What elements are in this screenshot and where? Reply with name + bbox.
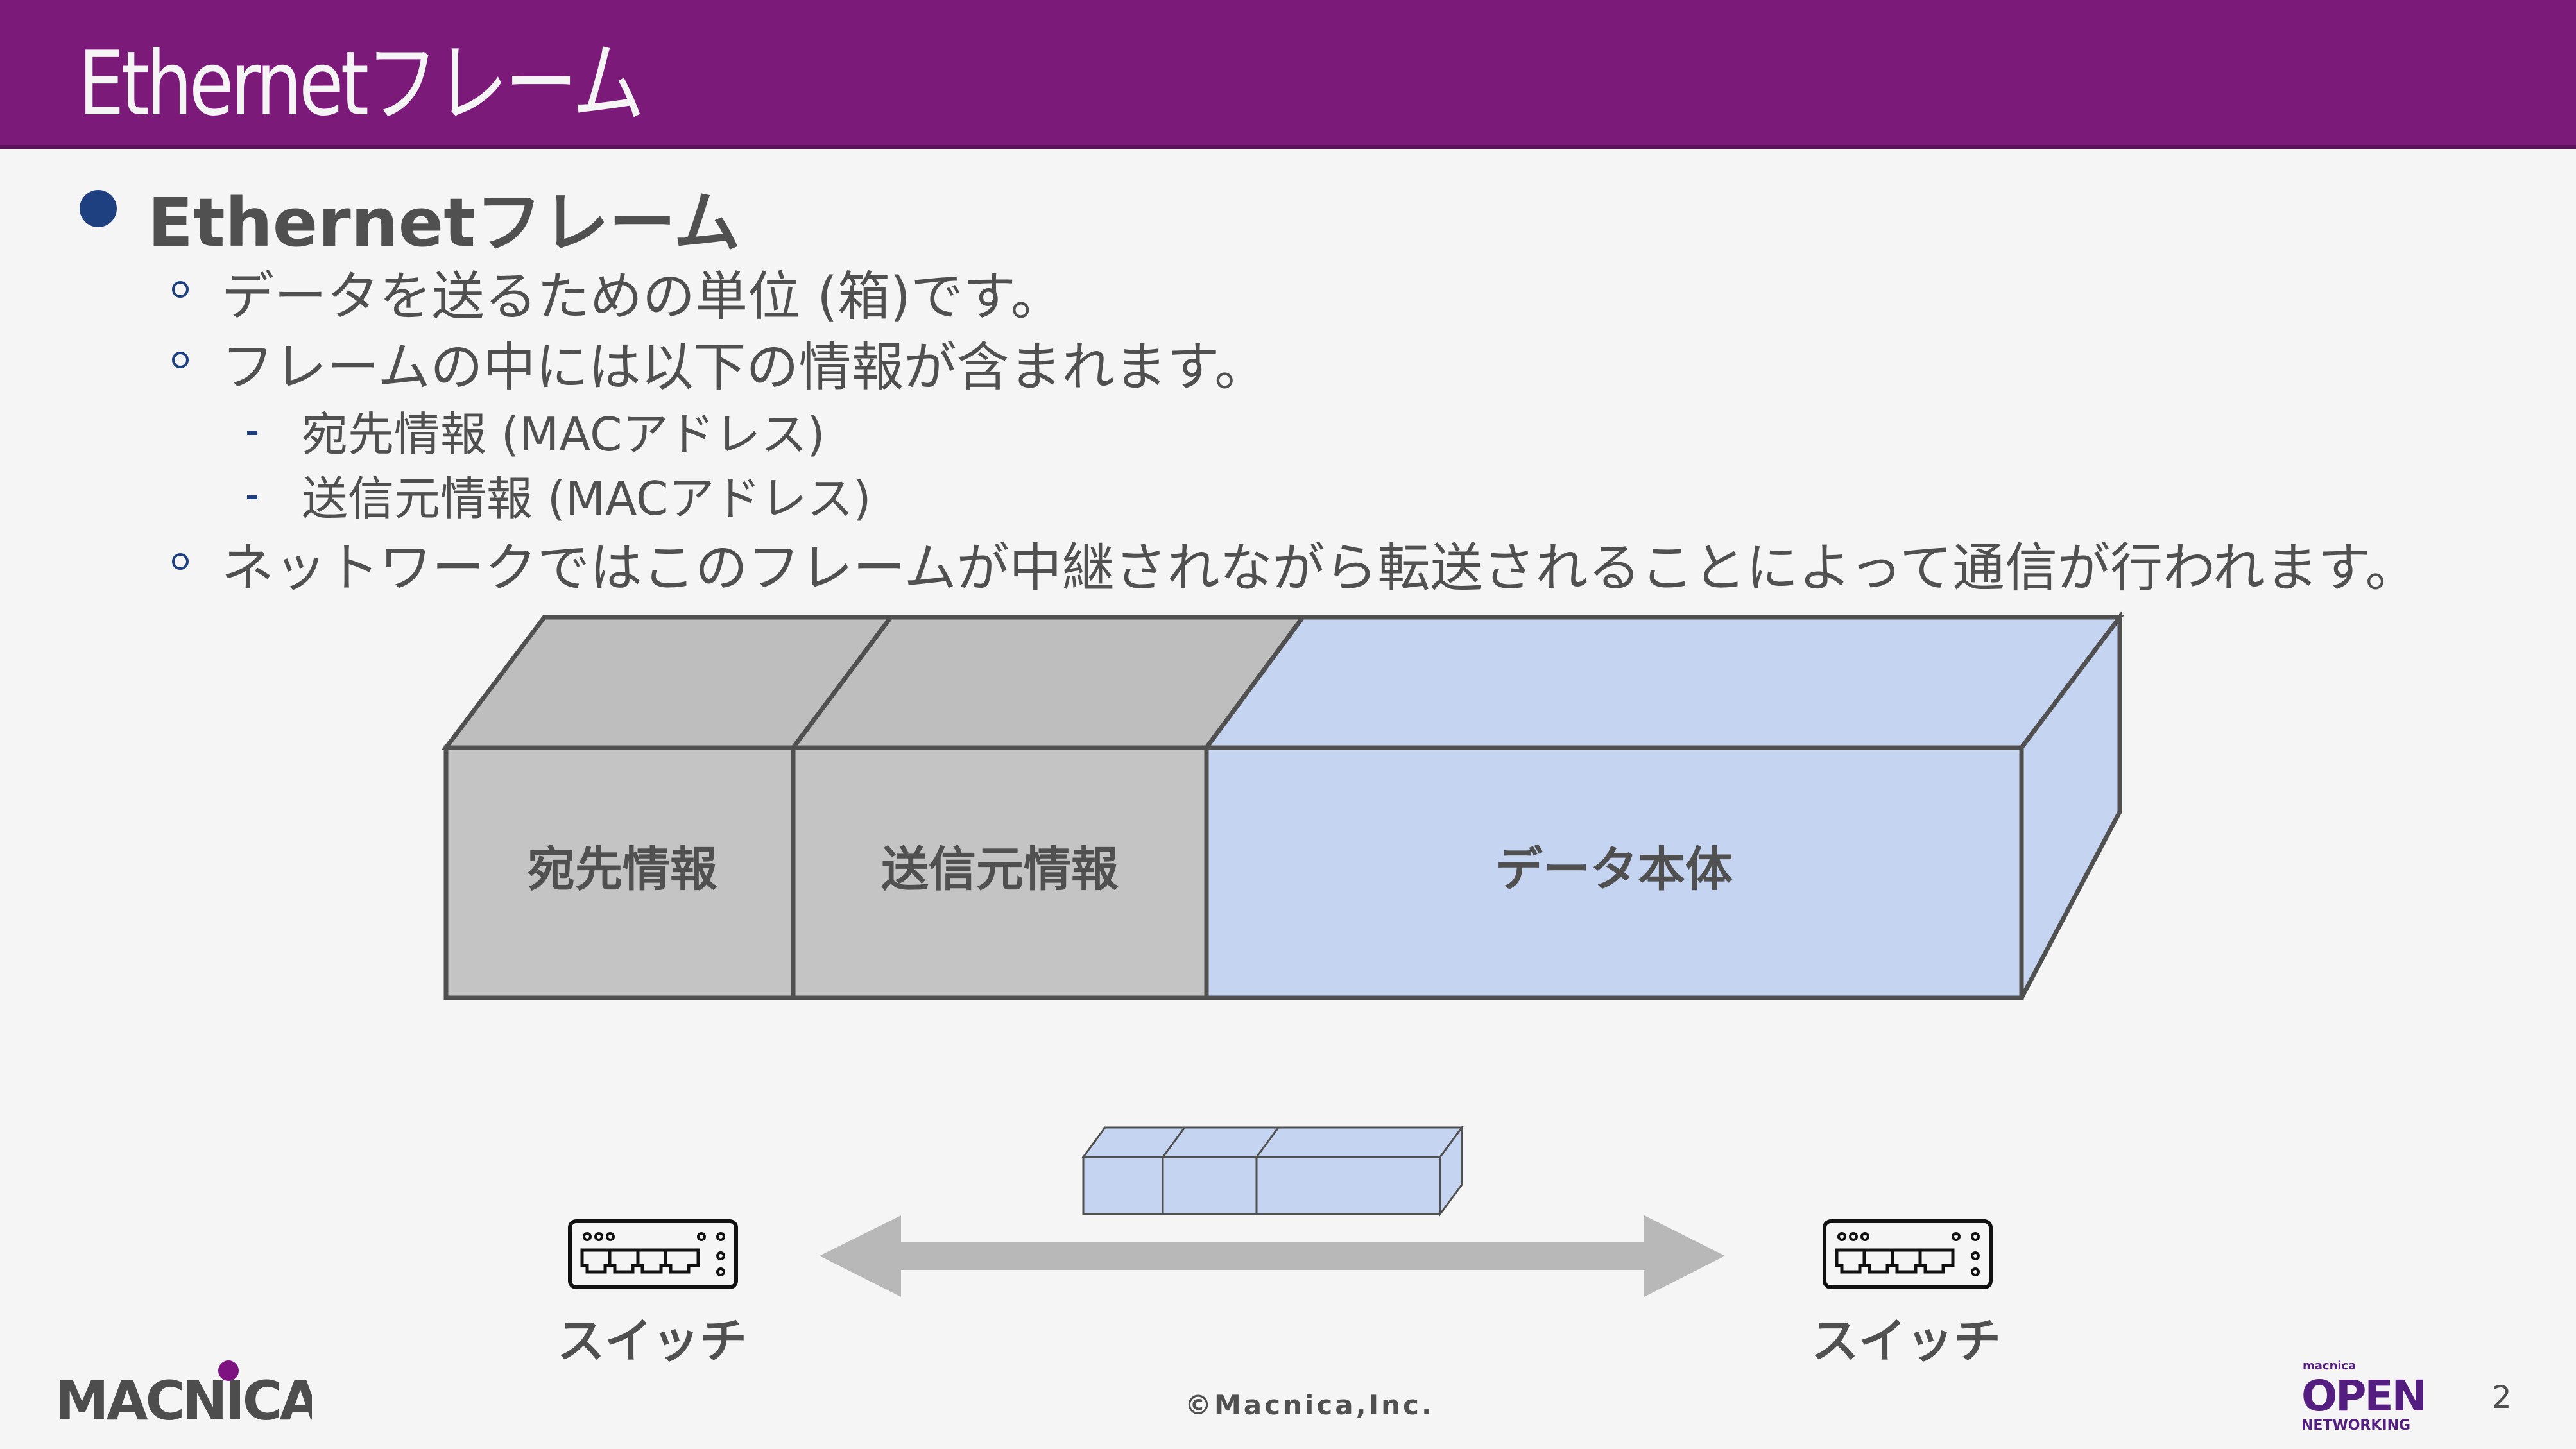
dash-bullet-icon <box>247 431 257 435</box>
segment-label-destination: 宛先情報 <box>528 842 717 897</box>
circle-bullet-icon <box>172 281 189 298</box>
dash-bullet-icon <box>247 495 257 499</box>
svg-text:NETWORKING: NETWORKING <box>2301 1418 2410 1434</box>
page-number: 2 <box>2492 1380 2512 1416</box>
bullet-dot-icon <box>80 190 117 227</box>
small-frame-icon <box>1081 1124 1464 1217</box>
macnica-logo: MACNICA <box>55 1360 312 1425</box>
segment-source <box>791 745 1209 1000</box>
open-networking-logo: macnica OPEN NETWORKING <box>2301 1359 2425 1434</box>
slide-title: Ethernetフレーム <box>78 32 645 135</box>
segment-label-data: データ本体 <box>1495 842 1733 897</box>
circle-bullet-icon <box>172 352 189 368</box>
svg-text:OPEN: OPEN <box>2301 1371 2425 1421</box>
sub-bullet-item: 宛先情報 (MACアドレス) <box>302 407 825 461</box>
switch-icon <box>568 1219 738 1289</box>
bullet-item: ネットワークではこのフレームが中継されながら転送されることによって通信が行われま… <box>221 538 2418 599</box>
segment-destination <box>443 745 796 1000</box>
circle-bullet-icon <box>172 553 189 570</box>
frame-box <box>441 610 2125 1000</box>
switch-label-left: スイッチ <box>557 1314 747 1369</box>
bullet-heading: Ethernetフレーム <box>148 184 741 262</box>
bullet-item: フレームの中には以下の情報が含まれます。 <box>221 337 1267 398</box>
bullet-item: データを送るための単位 (箱)です。 <box>221 266 1063 327</box>
sub-bullet-item: 送信元情報 (MACアドレス) <box>302 472 872 526</box>
switch-label-right: スイッチ <box>1811 1314 2001 1369</box>
copyright: ©Macnica,Inc. <box>1185 1389 1434 1421</box>
segment-label-source: 送信元情報 <box>881 842 1119 897</box>
title-bar: Ethernetフレーム <box>0 0 2576 149</box>
svg-text:macnica: macnica <box>2303 1359 2356 1373</box>
svg-text:MACNICA: MACNICA <box>55 1369 312 1425</box>
top-face-data <box>1202 615 2125 750</box>
switch-icon <box>1823 1219 1993 1289</box>
double-arrow-icon <box>820 1215 1725 1297</box>
segment-data <box>1204 745 2024 1000</box>
